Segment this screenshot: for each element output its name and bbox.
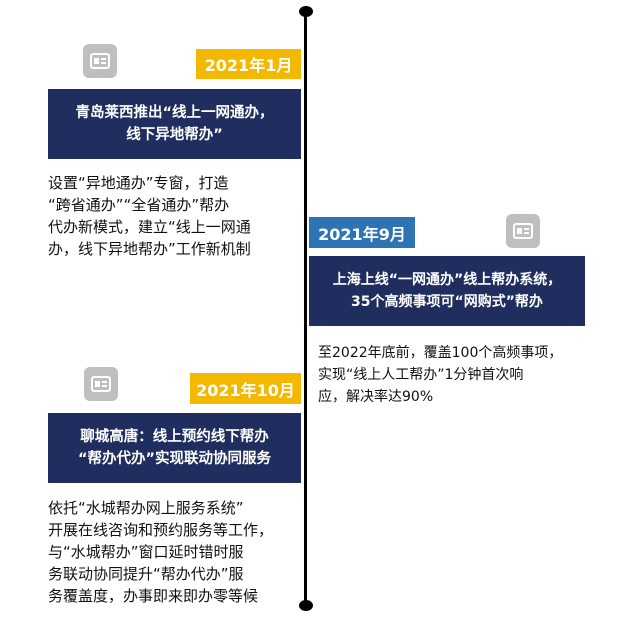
id-card-icon [83, 44, 117, 78]
event-3-title: 聊城高唐：线上预约线下帮办 “帮办代办”实现联动协同服务 [48, 413, 301, 483]
event-1-title: 青岛莱西推出“线上一网通办， 线下异地帮办” [48, 89, 301, 159]
timeline-end-dot [299, 600, 313, 611]
timeline-axis [304, 12, 307, 608]
event-1-title-text: 青岛莱西推出“线上一网通办， 线下异地帮办” [75, 105, 274, 143]
event-2-title: 上海上线“一网通办”线上帮办系统， 35个高频事项可“网购式”帮办 [309, 256, 585, 326]
event-2-date: 2021年9月 [309, 217, 415, 248]
event-1-description: 设置“异地通办”专窗，打造 “跨省通办”“全省通办”帮办 代办新模式，建立“线上… [48, 174, 251, 258]
event-1-date-text: 2021年1月 [204, 56, 293, 75]
id-card-icon [84, 367, 118, 401]
event-3-title-text: 聊城高唐：线上预约线下帮办 “帮办代办”实现联动协同服务 [77, 429, 272, 467]
id-card-icon [506, 214, 540, 248]
event-2-title-text: 上海上线“一网通办”线上帮办系统， 35个高频事项可“网购式”帮办 [332, 272, 562, 310]
event-3-description: 依托“水城帮办网上服务系统” 开展在线咨询和预约服务等工作， 与“水城帮办”窗口… [48, 499, 274, 605]
event-2-date-text: 2021年9月 [318, 224, 406, 244]
event-2-description: 至2022年底前，覆盖100个高频事项， 实现“线上人工帮办”1分钟首次响 应，… [318, 345, 563, 405]
event-1-date: 2021年1月 [196, 49, 301, 79]
timeline-start-dot [299, 6, 313, 17]
event-3-date: 2021年10月 [190, 373, 301, 404]
event-3-date-text: 2021年10月 [196, 380, 295, 400]
